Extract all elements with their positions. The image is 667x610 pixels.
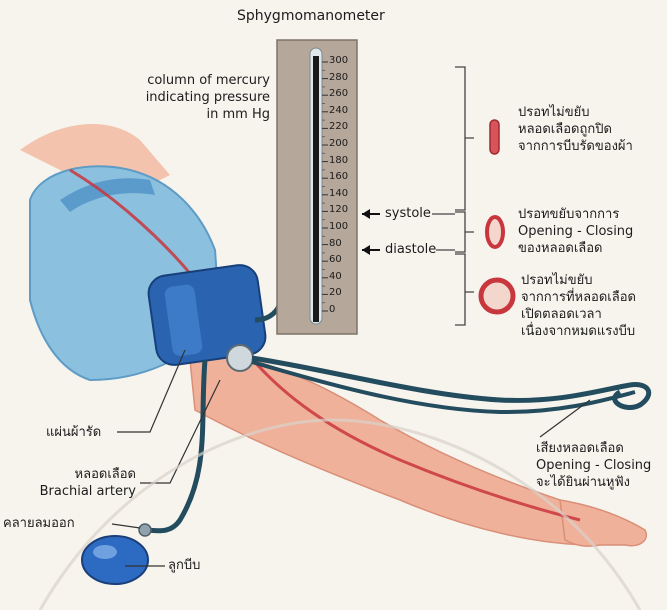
phase-closed-text: ปรอทไม่ขยับ หลอดเลือดถูกปิด จากการบีบรัด… [518,104,633,155]
phase-line: ปรอทไม่ขยับ [518,104,633,121]
phase-line: จากการบีบรัดของผ้า [518,138,633,155]
artery-label-line: หลอดเลือด [10,466,136,483]
inflation-bulb [82,536,148,584]
phase-line: จากการที่หลอดเลือด [521,289,636,306]
scale-label: 200 [329,138,348,150]
vessel-closed-icon [490,120,499,154]
cuff-label: แผ่นผ้ารัด [46,424,101,441]
scale-label: 140 [329,188,348,200]
phase-opening-text: ปรอทขยับจากการ Opening - Closing ของหลอด… [518,206,633,257]
bracket-opening [455,212,474,252]
sound-label: เสียงหลอดเลือด Opening - Closing จะได้ยิ… [536,440,651,491]
phase-line: ปรอทขยับจากการ [518,206,633,223]
scale-label: 300 [329,55,348,67]
sound-label-line: จะได้ยินผ่านหูฟัง [536,474,651,491]
diastole-arrowhead [362,245,370,255]
bulb-label: ลูกบีบ [168,557,200,574]
systole-label: systole [385,205,431,222]
sound-label-line: เสียงหลอดเลือด [536,440,651,457]
release-valve [139,524,151,536]
scale-label: 160 [329,171,348,183]
mercury-label-line: column of mercury [110,72,270,89]
stethoscope-head [227,345,253,371]
sound-leader [540,400,590,437]
scale-label: 80 [329,238,342,250]
scale-label: 220 [329,121,348,133]
mercury-label-line: indicating pressure [110,89,270,106]
phase-line: ปรอทไม่ขยับ [521,272,636,289]
scale-label: 120 [329,204,348,216]
artery-label: หลอดเลือด Brachial artery [10,466,136,500]
valve-leader [112,524,140,528]
scale-label: 20 [329,287,342,299]
phase-line: Opening - Closing [518,223,633,240]
phase-open-text: ปรอทไม่ขยับ จากการที่หลอดเลือด เปิดตลอดเ… [521,272,636,340]
mercury-label-line: in mm Hg [110,106,270,123]
sound-label-line: Opening - Closing [536,457,651,474]
scale-label: 260 [329,88,348,100]
phase-line: หลอดเลือดถูกปิด [518,121,633,138]
phase-line: เนื่องจากหมดแรงบีบ [521,323,636,340]
diastole-label: diastole [385,241,436,258]
scale-label: 180 [329,155,348,167]
bracket-closed [455,67,474,210]
artery-label-line: Brachial artery [10,483,136,500]
scale-label: 240 [329,105,348,117]
mercury-column [313,56,319,322]
vessel-open-icon [481,280,513,312]
bracket-open [455,254,474,325]
scale-label: 60 [329,254,342,266]
scale-label: 0 [329,304,335,316]
bulb-highlight [93,545,117,559]
diagram-title: Sphygmomanometer [237,8,385,25]
scale-label: 100 [329,221,348,233]
vessel-opening-icon [487,217,503,247]
mercury-label: column of mercury indicating pressure in… [110,72,270,123]
valve-label: คลายลมออก [3,515,75,532]
phase-line: ของหลอดเลือด [518,240,633,257]
phase-line: เปิดตลอดเวลา [521,306,636,323]
scale-label: 280 [329,72,348,84]
scale-label: 40 [329,271,342,283]
systole-arrowhead [362,209,370,219]
